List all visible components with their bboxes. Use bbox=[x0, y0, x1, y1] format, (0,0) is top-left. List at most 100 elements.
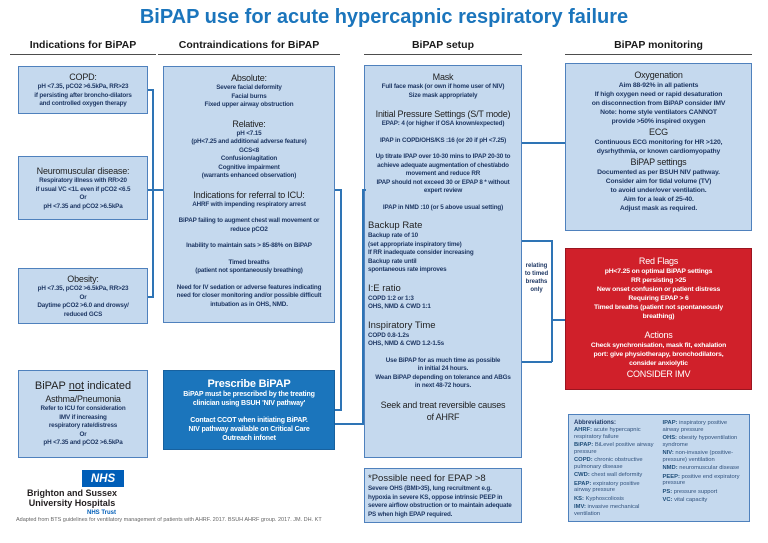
abbreviation-definition: expiratory positive airway pressure bbox=[574, 480, 640, 494]
abbreviations-right-list: IPAP: inspiratory positive airway pressu… bbox=[663, 420, 745, 504]
column-header-contraindications: Contraindications for BiPAP bbox=[158, 39, 340, 55]
text-line: Neuromuscular disease: bbox=[36, 166, 130, 176]
text-line: BiPAP failing to augment chest wall move… bbox=[178, 217, 320, 224]
text-line: Requiring EPAP > 6 bbox=[628, 295, 689, 302]
source-attribution: Adapted from BTS guidelines for ventilat… bbox=[16, 517, 322, 523]
text-line: Asthma/Pneumonia bbox=[45, 394, 121, 405]
text-line: reduce pCO2 bbox=[230, 225, 268, 233]
abbreviation-item: OHS: obesity hypoventilation syndrome bbox=[663, 435, 745, 449]
spacer bbox=[368, 145, 518, 153]
nhs-logo-text: NHS bbox=[90, 472, 116, 485]
abbreviation-definition: obesity hypoventilation syndrome bbox=[662, 435, 738, 448]
spacer bbox=[167, 408, 331, 416]
abbreviations-left-column: Abbreviations: AHRF: acute hypercapnic r… bbox=[574, 420, 656, 519]
spacer bbox=[167, 110, 331, 118]
text-line: in initial 24 hours. bbox=[417, 365, 469, 372]
abbreviation-term: NMD: bbox=[662, 465, 680, 472]
abbreviation-term: IMV: bbox=[574, 503, 588, 510]
org-name-line: University Hospitals bbox=[28, 497, 116, 508]
text-line: Need for IV sedation or adverse features… bbox=[176, 283, 322, 291]
column-header-indications: Indications for BiPAP bbox=[10, 39, 156, 55]
abbreviation-item: PEEP: positive end expiratory pressure bbox=[663, 474, 745, 488]
abbreviation-item: AHRF: acute hypercapnic respiratory fail… bbox=[574, 427, 656, 441]
connector-line bbox=[148, 189, 163, 191]
text-line: Note: home style ventilators CANNOT bbox=[600, 109, 717, 116]
text-line: of AHRF bbox=[426, 411, 460, 422]
text-line: to avoid under/over ventilation. bbox=[610, 187, 707, 194]
text-line: New onset confusion or patient distress bbox=[596, 286, 721, 293]
abbreviation-definition: Kyphoscoliosis bbox=[585, 495, 624, 502]
text-line: Backup rate until bbox=[368, 257, 417, 265]
column-header-monitoring: BiPAP monitoring bbox=[565, 39, 752, 55]
abbreviation-definition: BiLevel positive airway pressure bbox=[574, 442, 654, 455]
text-line: EPAP: 4 (or higher if OSA known/expected… bbox=[381, 120, 505, 127]
abbreviation-definition: invasive mechanical ventilation bbox=[574, 503, 640, 517]
text-line: Indications for referral to ICU: bbox=[193, 189, 305, 200]
connector-line bbox=[362, 189, 364, 424]
text-line: pH <7.35, pCO2 >6.5kPa, RR>23 bbox=[37, 285, 129, 292]
text-line: consider anxiolytic bbox=[629, 360, 688, 367]
abbreviations-box: Abbreviations: AHRF: acute hypercapnic r… bbox=[568, 414, 750, 522]
abbreviation-item: NIV: non-invasive (positive-pressure) ve… bbox=[663, 450, 745, 464]
text-line: BiPAP settings bbox=[630, 157, 687, 167]
text-line: Cognitive impairment bbox=[218, 163, 280, 171]
text-line: Use BiPAP for as much time as possible bbox=[385, 356, 501, 364]
spacer bbox=[167, 209, 331, 217]
text-line: Check synchronisation, mask fit, exhalat… bbox=[590, 342, 727, 349]
text-line: if usual VC <1L even if pCO2 <6.5 bbox=[35, 185, 131, 193]
text-line: Or bbox=[79, 194, 87, 201]
abbreviations-left-list: AHRF: acute hypercapnic respiratory fail… bbox=[574, 427, 656, 518]
text-line: Adjust mask as required. bbox=[619, 205, 698, 212]
abbreviation-definition: vital capacity bbox=[674, 496, 708, 503]
text-line: (warrants enhanced observation) bbox=[201, 172, 297, 179]
connector-line bbox=[148, 89, 154, 91]
text-line: If RR inadequate consider increasing bbox=[368, 249, 474, 256]
connector-line bbox=[335, 409, 341, 411]
spacer bbox=[368, 275, 518, 283]
text-line: Outreach infonet bbox=[222, 434, 276, 442]
nhs-trust-label: NHS Trust bbox=[86, 510, 116, 516]
text-line: OHS, NMD & CWD 1.2-1.5s bbox=[368, 340, 444, 347]
text-line: Fixed upper airway obstruction bbox=[204, 101, 294, 108]
nhs-organisation-name: Brighton and Sussex University Hospitals… bbox=[20, 488, 124, 519]
spacer bbox=[368, 212, 518, 220]
connector-line bbox=[335, 189, 341, 191]
text-line: if persisting after broncho-dilators bbox=[34, 91, 132, 99]
text-line: clinician using BSUH 'NIV pathway' bbox=[192, 399, 306, 407]
text-line: dysrhythmia, or known cardiomyopathy bbox=[596, 148, 721, 155]
text-line: IPAP in NMD :10 (or 5 above usual settin… bbox=[382, 203, 504, 211]
text-line: Initial Pressure Settings (S/T mode) bbox=[375, 109, 511, 119]
text-line: If high oxygen need or rapid desaturatio… bbox=[594, 91, 723, 98]
abbreviation-definition: inspiratory positive airway pressure bbox=[662, 420, 728, 433]
abbreviation-item: EPAP: expiratory positive airway pressur… bbox=[574, 481, 656, 495]
abbreviation-item: NMD: neuromuscular disease bbox=[663, 465, 745, 472]
spacer bbox=[167, 234, 331, 242]
spacer bbox=[368, 349, 518, 357]
abbreviation-item: IMV: invasive mechanical ventilation bbox=[574, 504, 656, 518]
title-part: indicated bbox=[84, 380, 132, 393]
bracket-bottom-tick bbox=[522, 361, 552, 363]
text-line: Severe OHS (BMI>35), lung recruitment e.… bbox=[368, 485, 492, 492]
text-line: Confusion/agitation bbox=[220, 155, 278, 162]
text-line: Or bbox=[79, 293, 87, 301]
text-line: spontaneous rate improves bbox=[368, 266, 447, 273]
spacer bbox=[167, 276, 331, 284]
abbreviation-definition: non-invasive (positive-pressure) ventila… bbox=[662, 450, 734, 463]
text-line: Actions bbox=[644, 330, 673, 340]
text-line: BiPAP must be prescribed by the treating bbox=[183, 390, 315, 398]
text-line: port: give physiotherapy, bronchodilator… bbox=[593, 351, 724, 358]
text-line: and controlled oxygen therapy bbox=[39, 100, 127, 108]
connector-line bbox=[340, 189, 342, 411]
text-line: Oxygenation bbox=[634, 70, 683, 80]
